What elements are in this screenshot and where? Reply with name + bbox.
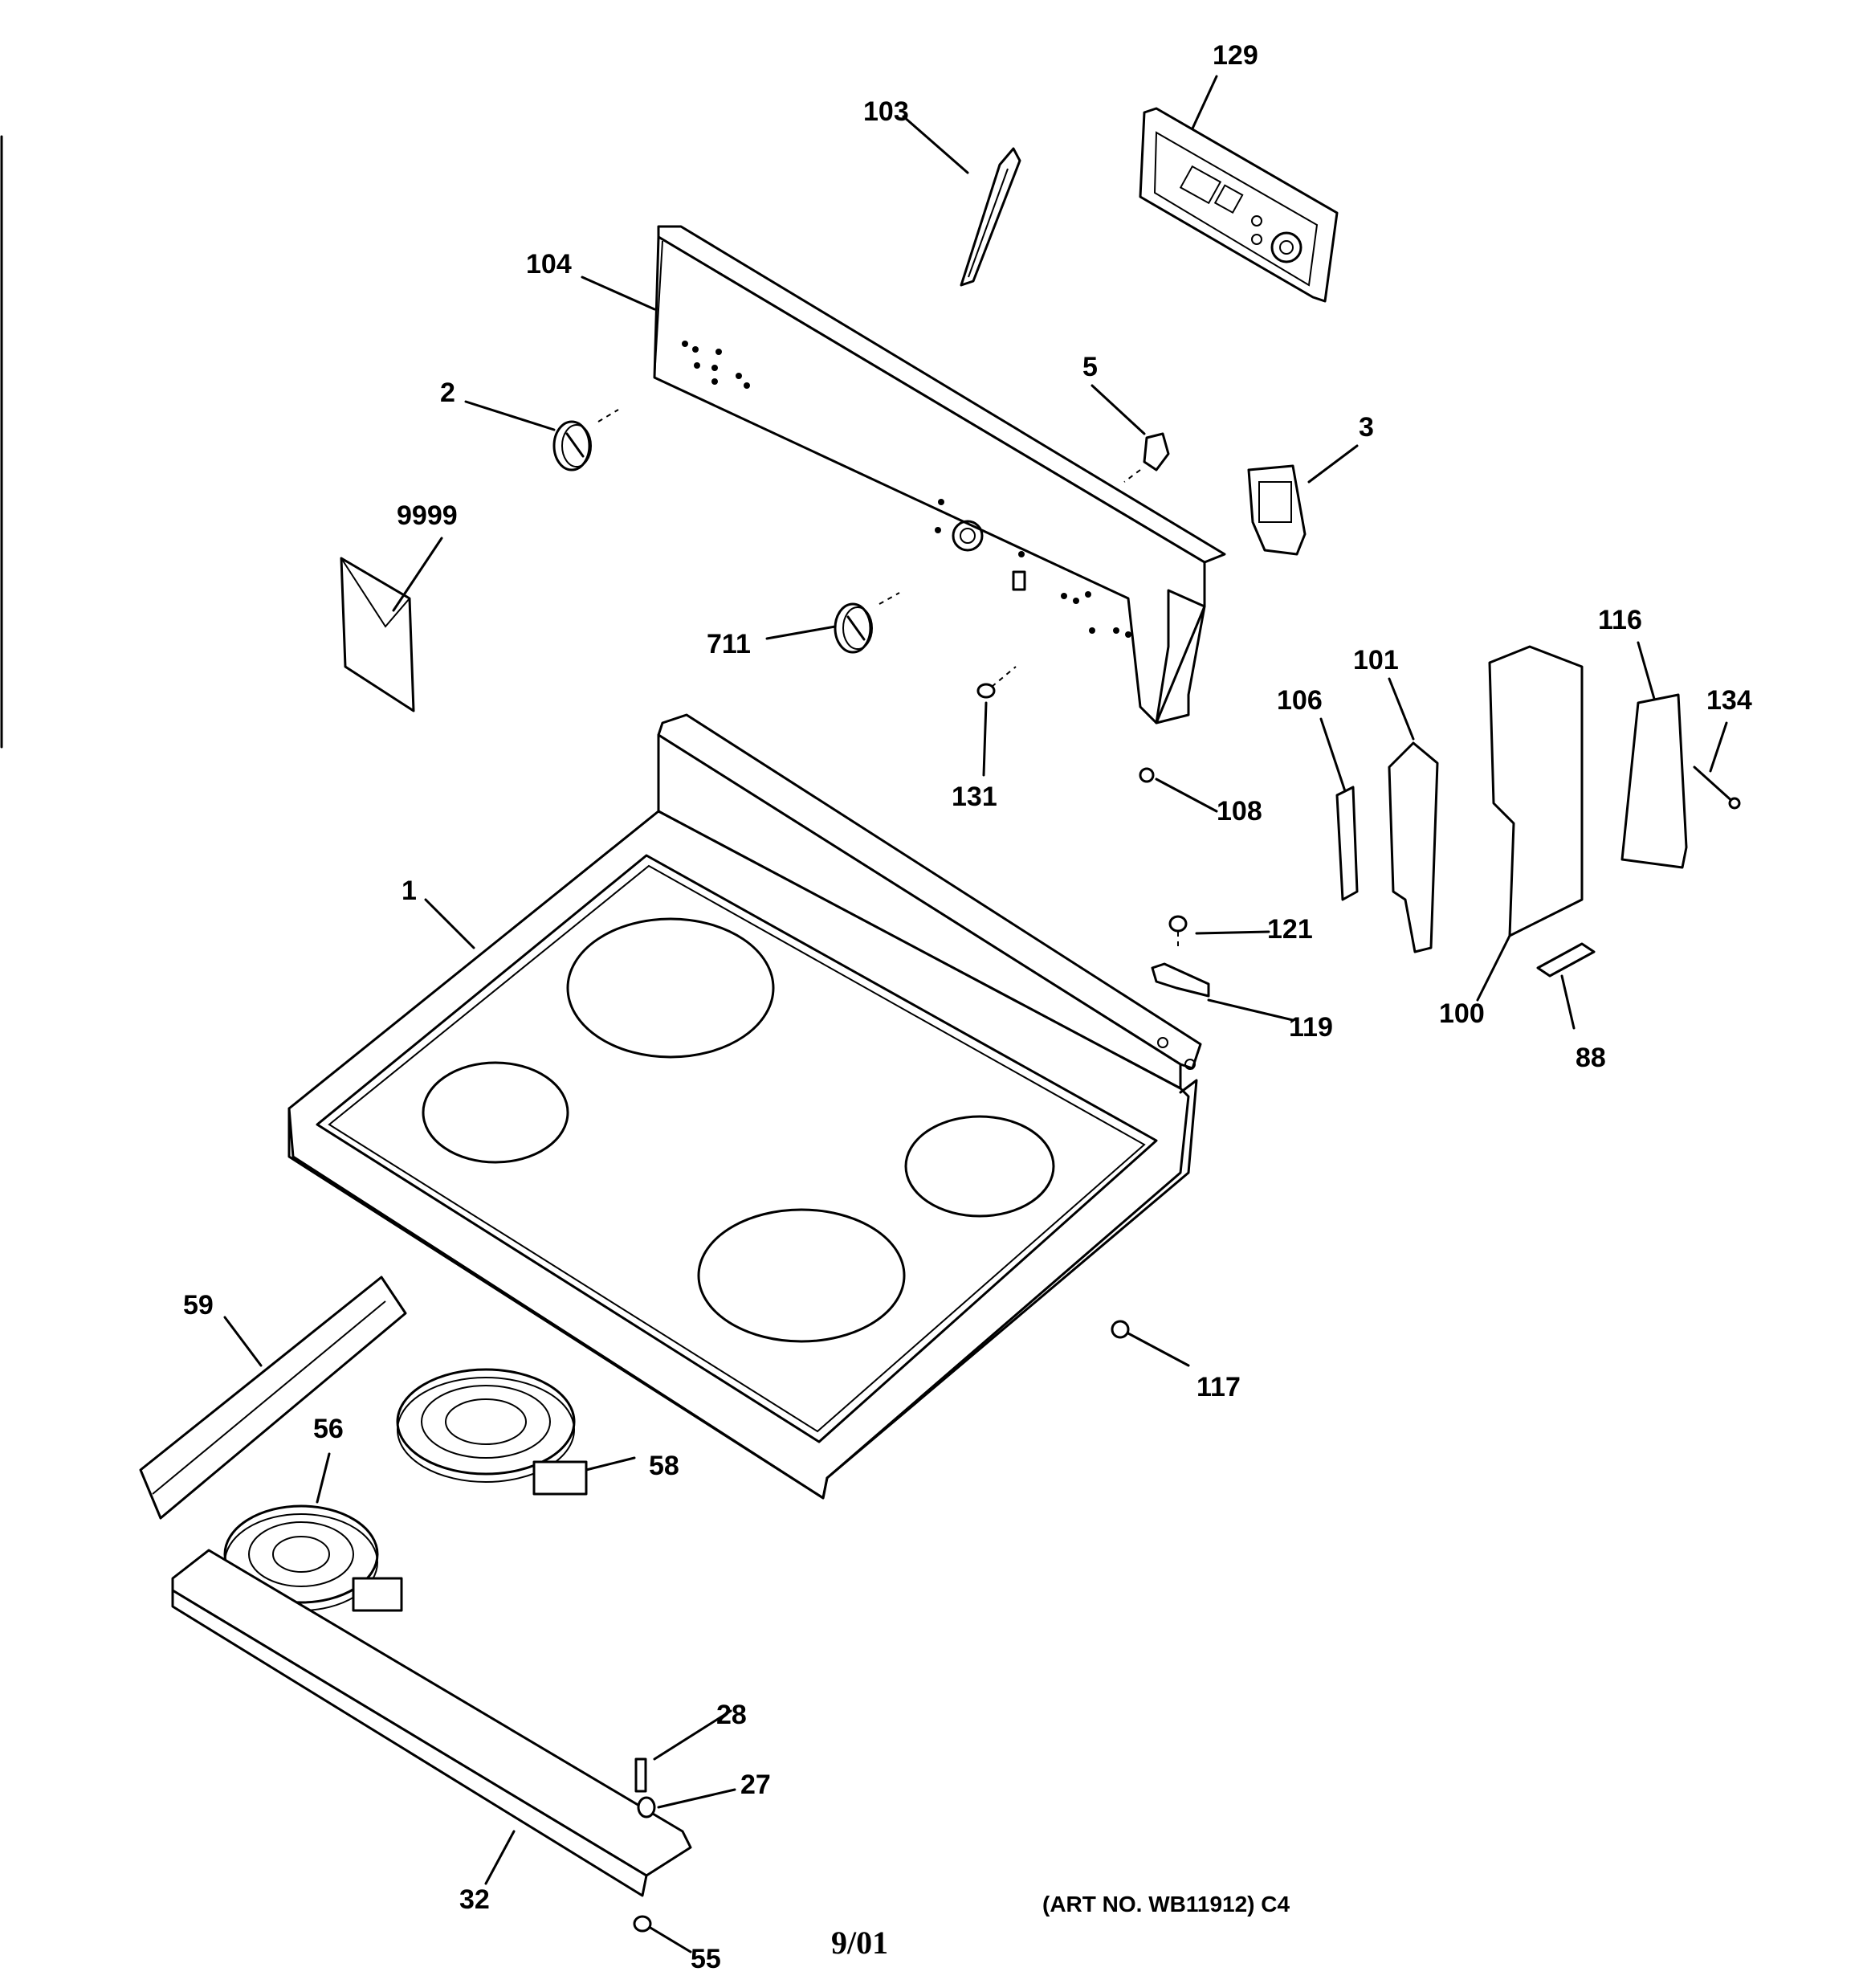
- revision-date: 9/01: [831, 1925, 889, 1961]
- callout-9999: 9999: [397, 500, 458, 531]
- callout-88: 88: [1576, 1043, 1606, 1073]
- surface-unit-bracket: [171, 1549, 692, 1897]
- cooktop-glass: [287, 713, 1202, 1500]
- callout-1: 1: [402, 876, 417, 906]
- trim-116: [1620, 693, 1688, 869]
- screw: [976, 666, 1017, 699]
- switch: [1123, 432, 1170, 483]
- callout-116: 116: [1598, 605, 1642, 635]
- nut-117: [1111, 1320, 1130, 1339]
- screw-3: [1168, 915, 1188, 948]
- callout-55: 55: [691, 1944, 721, 1974]
- screw-2: [1139, 767, 1155, 783]
- callout-108: 108: [1217, 796, 1262, 827]
- callout-58: 58: [649, 1451, 679, 1481]
- callout-56: 56: [313, 1414, 344, 1444]
- callout-129: 129: [1213, 40, 1258, 71]
- callout-100: 100: [1439, 998, 1485, 1029]
- spacer-27: [637, 1796, 656, 1819]
- surface-unit-large: [396, 1368, 588, 1496]
- support-channel: [139, 1276, 407, 1520]
- electronic-control-board: [1139, 107, 1339, 303]
- callout-2: 2: [440, 378, 455, 408]
- nut-55: [633, 1915, 652, 1933]
- callout-711: 711: [707, 629, 751, 659]
- trim-101: [1388, 741, 1439, 953]
- leader-lines: [223, 75, 1728, 1953]
- end-panel-100: [1488, 645, 1584, 937]
- callout-103: 103: [863, 96, 909, 127]
- callout-32: 32: [459, 1884, 490, 1915]
- surface-unit-small: [223, 1504, 403, 1612]
- literature-envelope: [340, 557, 415, 712]
- control-panel-backsplash: [653, 225, 1226, 725]
- bracket: [1151, 962, 1210, 998]
- callout-104: 104: [526, 249, 572, 280]
- callout-119: 119: [1289, 1012, 1333, 1043]
- screw-134: [1693, 765, 1741, 810]
- end-cap-frame: [960, 147, 1021, 287]
- callout-117: 117: [1196, 1372, 1241, 1402]
- callout-131: 131: [952, 782, 997, 812]
- callout-101: 101: [1353, 645, 1399, 676]
- callout-5: 5: [1082, 352, 1098, 382]
- callout-121: 121: [1267, 914, 1313, 945]
- callout-134: 134: [1706, 685, 1752, 716]
- clip-88: [1536, 942, 1596, 978]
- callout-3: 3: [1359, 412, 1374, 443]
- trim-106: [1335, 786, 1359, 901]
- infinite-switch: [1247, 464, 1307, 556]
- callout-28: 28: [716, 1700, 747, 1730]
- stud-28: [634, 1757, 647, 1793]
- callout-59: 59: [183, 1290, 214, 1321]
- knob: [552, 409, 619, 471]
- callout-27: 27: [740, 1770, 771, 1800]
- art-number: (ART NO. WB11912) C4: [1042, 1892, 1290, 1917]
- callout-106: 106: [1277, 685, 1323, 716]
- knob-2: [834, 592, 900, 654]
